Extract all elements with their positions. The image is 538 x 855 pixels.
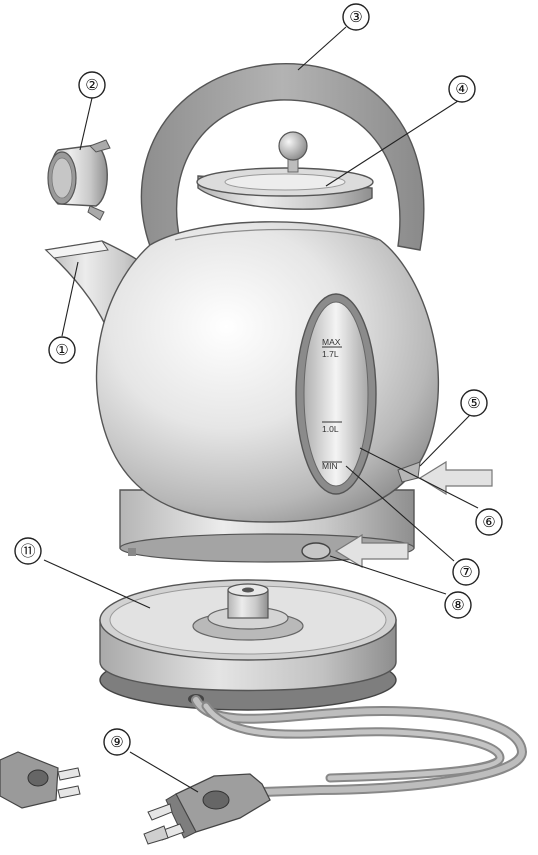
- callout-3-number: ③: [349, 8, 362, 26]
- water-level-window: MAX 1.7L 1.0L MIN: [296, 294, 376, 494]
- plug-detail-left: [0, 752, 80, 808]
- callout-5: ⑤: [461, 390, 487, 416]
- lid-release-button: [302, 543, 330, 559]
- callout-5-number: ⑤: [467, 394, 480, 412]
- callout-2: ②: [79, 72, 105, 98]
- kettle-body: [97, 222, 439, 522]
- callout-6: ⑥: [476, 509, 502, 535]
- limescale-filter: [48, 140, 110, 220]
- lid: [197, 132, 373, 209]
- callout-6-number: ⑥: [482, 513, 495, 531]
- max-volume-label: 1.7L: [322, 349, 339, 359]
- power-base: [100, 580, 396, 710]
- callout-9: ⑨: [104, 729, 130, 755]
- callout-11-number: ⑪: [20, 542, 35, 560]
- callout-2-number: ②: [85, 76, 98, 94]
- callout-1: ①: [49, 337, 75, 363]
- callout-4-number: ④: [455, 80, 468, 98]
- callout-1-number: ①: [55, 341, 68, 359]
- mid-volume-label: 1.0L: [322, 424, 339, 434]
- arrow-switch: [420, 462, 492, 494]
- min-label: MIN: [322, 461, 338, 471]
- callout-7-number: ⑦: [459, 563, 472, 581]
- callout-8-number: ⑧: [451, 596, 464, 614]
- max-label: MAX: [322, 337, 341, 347]
- callout-4: ④: [449, 76, 475, 102]
- callout-3: ③: [343, 4, 369, 30]
- callout-8: ⑧: [445, 592, 471, 618]
- callout-9-number: ⑨: [110, 733, 123, 751]
- callout-11: ⑪: [15, 538, 41, 564]
- callout-7: ⑦: [453, 559, 479, 585]
- power-plug: [144, 774, 270, 844]
